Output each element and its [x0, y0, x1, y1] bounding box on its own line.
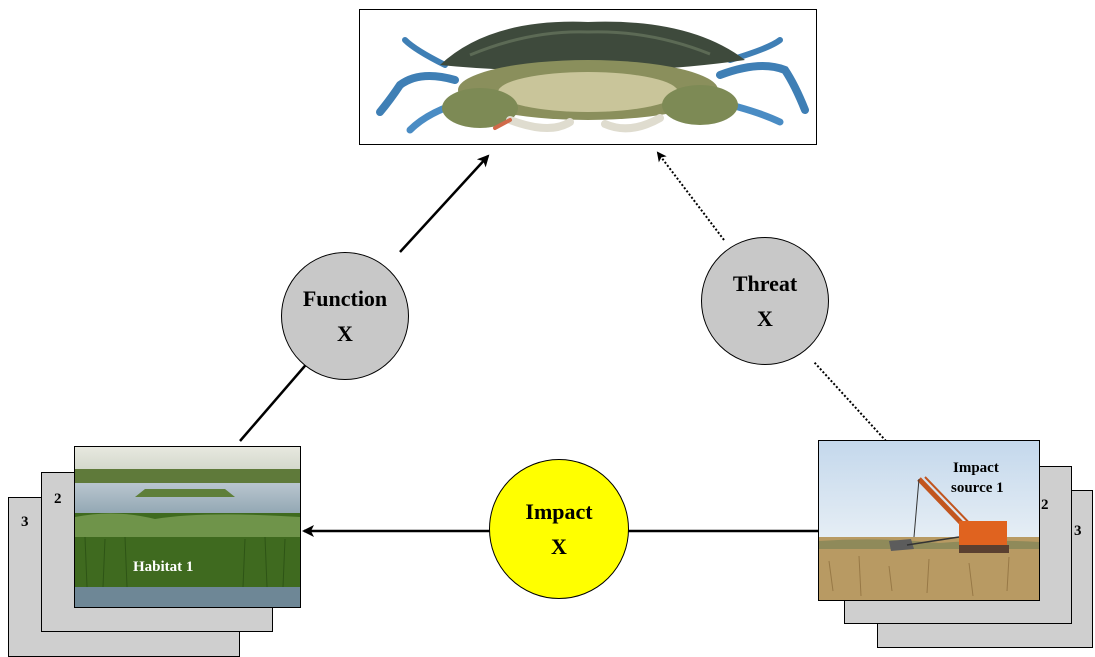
- impact-source-label-line1: Impact: [953, 460, 999, 476]
- impact-source-photo: Impact source 1: [818, 440, 1040, 601]
- function-to-crab-arrow: [399, 154, 490, 253]
- dragline-crane-icon: [819, 441, 1039, 600]
- blue-crab-icon: [376, 21, 809, 134]
- impact-node-symbol: X: [551, 534, 567, 559]
- habitat-stack-number-3: 3: [21, 514, 29, 530]
- threat-node-title: Threat: [732, 270, 798, 296]
- habitat-photo: Habitat 1: [74, 446, 301, 608]
- impact-node: Impact X: [489, 459, 629, 599]
- source-stack-number-2: 2: [1041, 497, 1049, 513]
- habitat-to-function-line: [239, 359, 311, 442]
- habitat-stack-number-2: 2: [54, 491, 62, 507]
- threat-to-crab-dotted-arrow: [656, 151, 725, 241]
- crab-photo-box: [359, 9, 817, 145]
- impact-source-label-line2: source 1: [951, 480, 1004, 496]
- function-node-symbol: X: [337, 321, 353, 346]
- habitat-label: Habitat 1: [133, 559, 194, 575]
- threat-node-symbol: X: [757, 306, 773, 331]
- source-to-threat-dotted-line: [813, 361, 887, 442]
- threat-node: Threat X: [701, 237, 829, 365]
- impact-node-title: Impact: [525, 498, 593, 524]
- function-node: Function X: [281, 252, 409, 380]
- source-stack-number-3: 3: [1074, 523, 1082, 539]
- salt-marsh-icon: [75, 447, 300, 607]
- function-node-title: Function: [302, 285, 388, 311]
